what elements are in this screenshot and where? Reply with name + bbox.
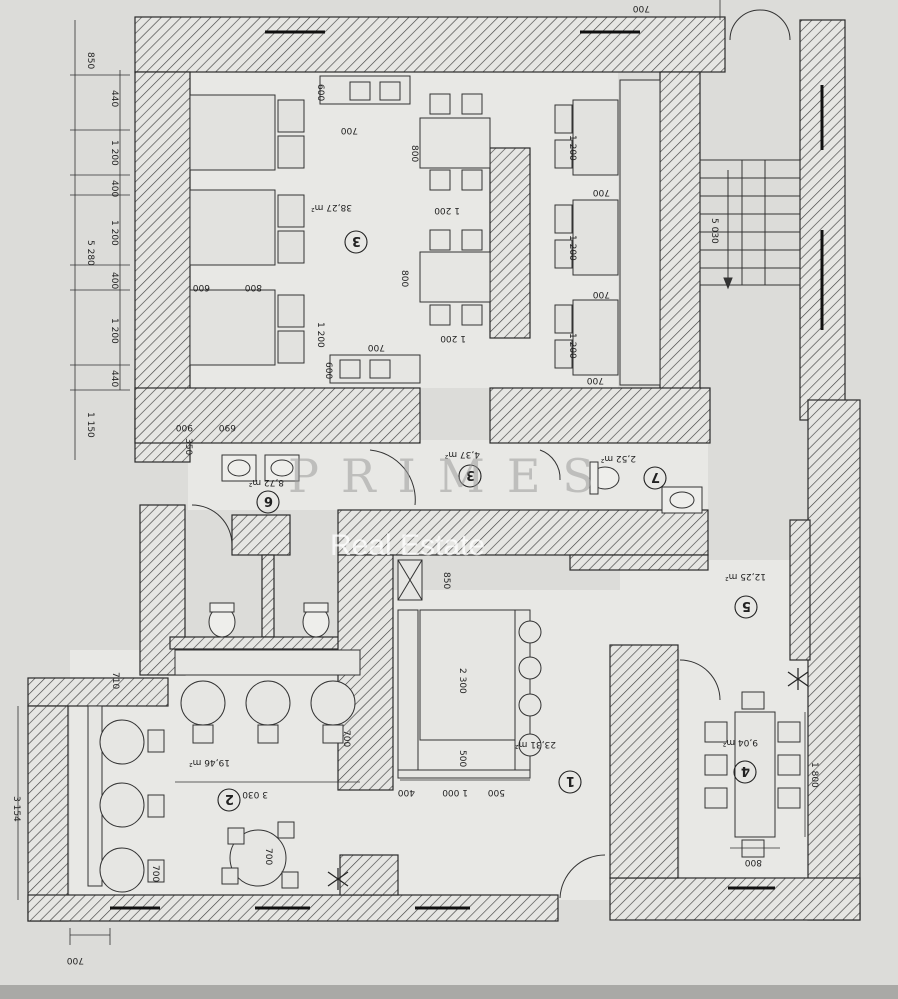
room-markers <box>217 230 758 812</box>
room-6-number: 6 <box>264 493 273 508</box>
dim-bottom-left: 700 <box>67 955 84 965</box>
room-4-number: 4 <box>741 763 750 778</box>
booth-seating <box>189 79 661 386</box>
dim-left-total: 5 280 <box>85 240 95 266</box>
room-7-number: 7 <box>651 469 660 484</box>
room-2-area: 19,46 m² <box>189 757 230 767</box>
room-3b-area: 4,37 m² <box>444 449 480 459</box>
dim-bath-690: 690 <box>219 422 236 432</box>
dim-left-6: 1 200 <box>109 318 119 344</box>
dim-left-top: 850 <box>85 52 95 69</box>
dim-left-lower: 3 154 <box>11 796 21 822</box>
dim-room2-700b: 700 <box>263 848 273 865</box>
room-1-number: 1 <box>566 773 575 788</box>
dim-room2-710: 710 <box>110 672 120 689</box>
dim-left-3: 400 <box>109 180 119 197</box>
dim-room2-700c: 700 <box>150 865 160 882</box>
doors <box>191 9 791 899</box>
dim-room2-700a: 700 <box>341 730 351 747</box>
dim-table-800a: 800 <box>409 145 419 162</box>
dim-booth-r1w: 700 <box>593 187 610 197</box>
dim-table-700b: 700 <box>368 342 385 352</box>
dim-top-right: 700 <box>633 3 650 13</box>
dim-bar-500b: 500 <box>488 787 505 797</box>
dim-bath-350: 350 <box>183 438 193 455</box>
dim-booth-600: 600 <box>193 282 210 292</box>
dim-table-1200a: 1 200 <box>434 205 460 215</box>
dim-bar-1000: 1 000 <box>442 787 468 797</box>
room-4-area: 9,04 m² <box>722 737 758 747</box>
staircase <box>699 159 801 290</box>
dim-left-2: 1 200 <box>109 140 119 166</box>
room-5-number: 5 <box>742 598 751 613</box>
room-2-number: 2 <box>225 791 234 806</box>
dim-bar-500a: 500 <box>457 750 467 767</box>
dim-table-1200b: 1 200 <box>440 333 466 343</box>
walls <box>27 16 861 922</box>
room-3b-number: 3 <box>466 467 475 482</box>
dim-room2-3030: 3 030 <box>242 789 268 799</box>
room-5-area: 12,25 m² <box>725 571 766 581</box>
dim-booth-r1: 1 200 <box>567 135 577 161</box>
dim-left-5: 400 <box>109 272 119 289</box>
dim-booth-r2w: 700 <box>593 289 610 299</box>
dim-table-800b: 800 <box>399 270 409 287</box>
watermark-brand: PRIMES <box>288 449 616 503</box>
room-labels: 3 38,27 m² 3 4,37 m² 6 8,72 m² 7 2,52 m²… <box>189 202 766 806</box>
dim-room4-1800: 1 800 <box>809 762 819 788</box>
room-3-area: 38,27 m² <box>311 202 352 212</box>
dim-seat-600a: 600 <box>315 84 325 101</box>
dim-left-4: 1 200 <box>109 220 119 246</box>
column-marks <box>327 668 809 890</box>
dim-seat-600b: 600 <box>323 362 333 379</box>
room-7-area: 2,52 m² <box>600 453 636 463</box>
watermark-subtitle: Real Estate <box>330 529 485 562</box>
bathroom-fixtures <box>208 454 703 638</box>
room-6-area: 8,72 m² <box>248 477 284 487</box>
dim-booth-800: 800 <box>245 282 262 292</box>
dimension-labels: 850 440 1 200 400 1 200 400 1 200 440 5 … <box>11 3 819 965</box>
watermark: PRIMES Real Estate <box>288 449 616 562</box>
dim-bath-900: 900 <box>176 422 193 432</box>
cafe-seating <box>87 649 361 893</box>
dim-left-8: 1 150 <box>85 412 95 438</box>
dim-bar-850: 850 <box>441 572 451 589</box>
dim-booth-1200: 1 200 <box>315 322 325 348</box>
dimension-lines <box>17 0 806 945</box>
bar-counter <box>397 559 542 779</box>
room-1-area: 23,31 m² <box>515 739 556 749</box>
dim-left-7: 440 <box>109 370 119 387</box>
dim-booth-r2: 1 200 <box>567 235 577 261</box>
dim-room4-800: 800 <box>745 857 762 867</box>
dim-stairs: 5 030 <box>709 218 719 244</box>
dining-tables <box>319 75 801 858</box>
dim-table-top: 700 <box>341 125 358 135</box>
dim-bar-2300: 2 300 <box>457 668 467 694</box>
room-3-number: 3 <box>352 233 361 248</box>
paper-edge <box>0 985 898 999</box>
dim-bar-400: 400 <box>398 787 415 797</box>
dim-booth-r3: 1 200 <box>567 333 577 359</box>
dim-left-1: 440 <box>109 90 119 107</box>
windows <box>110 30 824 910</box>
dim-booth-r3w: 700 <box>587 375 604 385</box>
